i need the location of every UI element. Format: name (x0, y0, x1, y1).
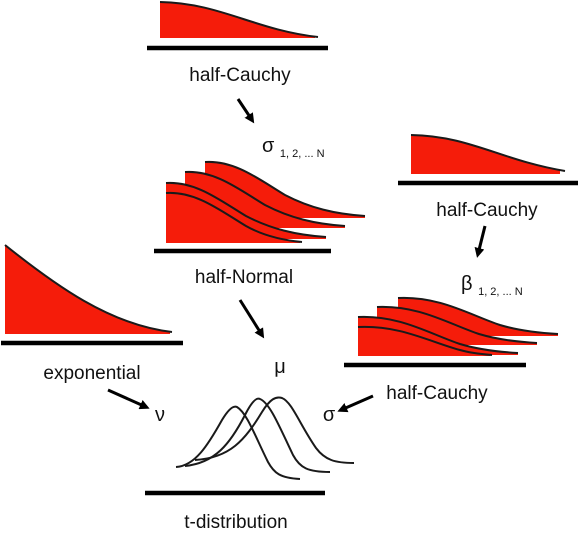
halfcauchy-beta-stack (344, 296, 559, 368)
beta-line-front (357, 325, 493, 356)
tdist-curve-back (194, 396, 355, 464)
nu-param: ν (155, 404, 165, 426)
sigma-group-symbol: σ (262, 135, 275, 157)
halfnormal-node: half-Normal (154, 160, 366, 288)
arrow-halfcauchy-to-sigma-group (236, 98, 255, 124)
halfnormal-line-mid-back (184, 170, 346, 227)
exponential-curve (4, 244, 173, 333)
beta-curve-front (358, 326, 490, 356)
sigma-group-param: σ 1, 2, ... N (262, 135, 325, 160)
sigma-param: σ (323, 404, 336, 426)
halfcauchy-right-fill (411, 135, 560, 174)
halfcauchy-top-curve (159, 1, 319, 38)
arrow-halfcauchy-to-sigma (337, 394, 374, 413)
halfnormal-line-front (165, 191, 303, 243)
mu-param: μ (274, 356, 286, 378)
halfnormal-label: half-Normal (195, 267, 293, 288)
sigma-group-subscript: 1, 2, ... N (280, 148, 325, 160)
halfnormal-line-back (204, 160, 366, 217)
beta-line-mid (357, 315, 519, 354)
arrow-halfnormal-to-mu (238, 299, 265, 339)
halfcauchy-top-label: half-Cauchy (189, 65, 291, 86)
tdist-curve-mid (184, 397, 331, 473)
arrow-halfcauchy-to-beta-group (474, 225, 487, 258)
halfcauchy-top-node: half-Cauchy (147, 1, 328, 86)
halfcauchy-right-curve (410, 134, 566, 172)
exponential-node: exponential (1, 244, 183, 384)
halfnormal-line-mid (165, 181, 327, 238)
halfcauchy-bottom-label: half-Cauchy (386, 383, 488, 404)
exponential-fill (5, 245, 170, 334)
beta-line-back (397, 296, 559, 335)
halfcauchy-right-label: half-Cauchy (436, 200, 538, 221)
exponential-label: exponential (43, 363, 140, 384)
arrow-exponential-to-nu (107, 388, 150, 410)
tdist-label: t-distribution (184, 512, 288, 533)
tdistribution-node: t-distribution (145, 396, 355, 533)
beta-group-symbol: β (461, 273, 473, 295)
beta-group-param: β 1, 2, ... N (461, 273, 523, 298)
beta-line-mid-back (376, 305, 538, 344)
halfcauchy-right-node: half-Cauchy (398, 134, 578, 221)
tdist-curve-front (175, 405, 301, 480)
beta-group-subscript: 1, 2, ... N (478, 286, 523, 298)
